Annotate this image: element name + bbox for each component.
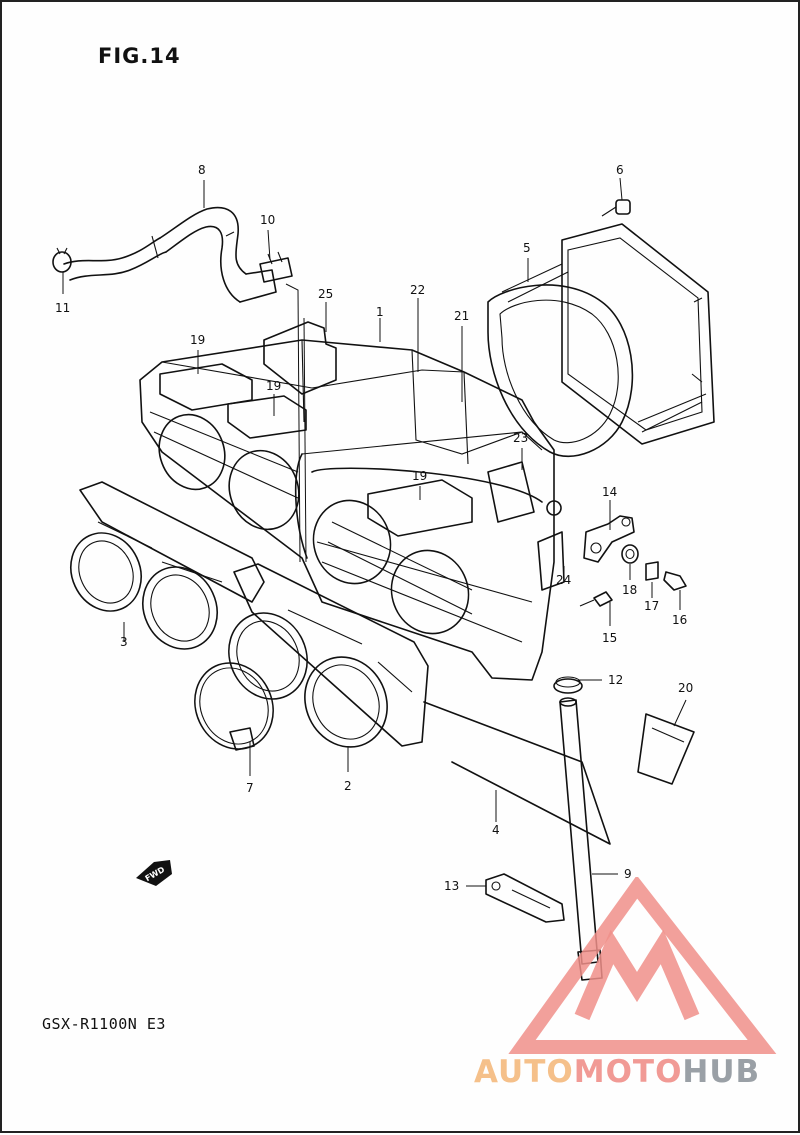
- watermark-auto: AUTO: [474, 1054, 574, 1090]
- leader-lines: [62, 177, 687, 887]
- label-part-2: 2: [344, 779, 352, 793]
- bracket-14: [583, 515, 635, 563]
- label-part-19a: 19: [190, 333, 205, 347]
- fwd-arrow-icon: FWD: [136, 860, 172, 886]
- washer-18: [621, 544, 639, 564]
- automotohub-logo-icon: [508, 877, 777, 1054]
- hose-clamp-12: [553, 676, 583, 694]
- label-part-9: 9: [624, 867, 632, 881]
- intake-boot-set-2: [228, 563, 429, 748]
- figure-title: FIG.14: [98, 44, 181, 68]
- label-part-5: 5: [523, 241, 531, 255]
- model-code: GSX-R1100N E3: [42, 1015, 166, 1033]
- screw-15: [579, 591, 613, 607]
- clamp-band-7: [194, 662, 274, 751]
- intake-boot-set-3: [70, 481, 265, 650]
- label-part-16: 16: [672, 613, 687, 627]
- label-part-1: 1: [376, 305, 384, 319]
- label-part-7: 7: [246, 781, 254, 795]
- watermark-text: AUTOMOTOHUB: [474, 1054, 760, 1090]
- label-part-19c: 19: [412, 469, 427, 483]
- label-part-8: 8: [198, 163, 206, 177]
- label-part-13: 13: [444, 879, 459, 893]
- label-part-21: 21: [454, 309, 469, 323]
- label-part-22: 22: [410, 283, 425, 297]
- bracket-25: [263, 321, 337, 395]
- cover-20: [637, 713, 695, 785]
- air-filter-element: [487, 223, 715, 457]
- label-part-15: 15: [602, 631, 617, 645]
- label-part-10: 10: [260, 213, 275, 227]
- screw-16: [663, 571, 687, 591]
- screw-6: [601, 199, 631, 217]
- label-part-4: 4: [492, 823, 500, 837]
- label-part-18: 18: [622, 583, 637, 597]
- label-part-3: 3: [120, 635, 128, 649]
- label-part-17: 17: [644, 599, 659, 613]
- label-part-24: 24: [556, 573, 571, 587]
- clamp-13: [485, 873, 565, 923]
- breather-hose: [63, 206, 277, 303]
- label-part-11: 11: [55, 301, 70, 315]
- label-part-25: 25: [318, 287, 333, 301]
- spacer-17: [645, 561, 659, 581]
- label-part-23: 23: [513, 431, 528, 445]
- label-part-20: 20: [678, 681, 693, 695]
- watermark-moto: MOTO: [573, 1054, 683, 1090]
- watermark-hub: HUB: [682, 1054, 761, 1090]
- wire-4: [423, 701, 611, 845]
- label-part-19b: 19: [266, 379, 281, 393]
- label-part-6: 6: [616, 163, 624, 177]
- label-part-12: 12: [608, 673, 623, 687]
- hose-clamp-11: [52, 247, 72, 273]
- label-part-14: 14: [602, 485, 617, 499]
- hose-clamp-10: [259, 251, 293, 283]
